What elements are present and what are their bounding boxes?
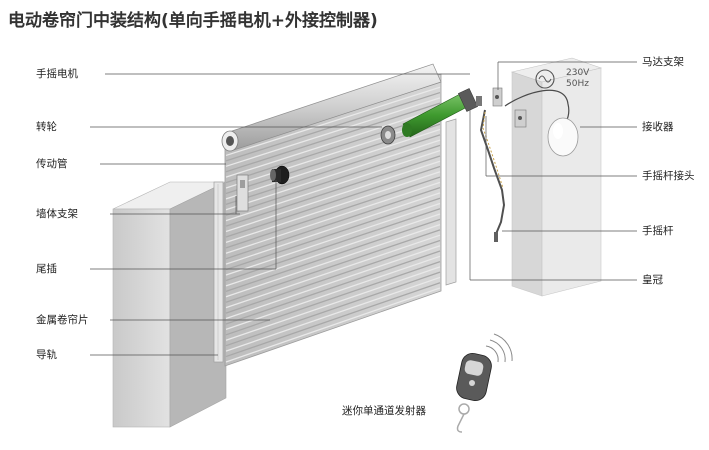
curtain-slat <box>225 155 441 227</box>
curtain-slat <box>225 107 441 178</box>
power-symbol-icon <box>535 69 555 89</box>
curtain-slat <box>225 229 441 303</box>
label-receiver: 接收器 <box>642 121 674 133</box>
curtain-slat <box>225 266 441 341</box>
curtain-slat <box>225 213 441 287</box>
curtain-slat <box>225 255 441 330</box>
crank-motor <box>402 88 478 138</box>
curtain-slat <box>225 128 441 200</box>
right-guide-rail <box>445 118 457 286</box>
curtain-slat <box>225 97 441 167</box>
label-guide-rail: 导轨 <box>36 349 57 361</box>
label-crank-joint: 手摇杆接头 <box>642 170 695 182</box>
curtain-slat <box>225 160 441 233</box>
tail-plug <box>270 165 290 185</box>
motor-bracket <box>492 87 527 128</box>
label-tail-plug: 尾插 <box>36 263 57 275</box>
curtain-slat <box>225 260 441 336</box>
left-wall-pillar <box>112 181 227 428</box>
crank-rod <box>479 109 506 242</box>
curtain-slat <box>225 144 441 216</box>
label-turning-wheel: 转轮 <box>36 121 57 133</box>
curtain-slat <box>225 218 441 292</box>
label-crank-motor: 手摇电机 <box>36 68 78 80</box>
power-cable <box>504 89 570 123</box>
label-wall-bracket: 墙体支架 <box>36 208 78 220</box>
curtain-slat <box>225 181 441 254</box>
curtain-slat <box>225 287 441 363</box>
curtain-slat <box>225 171 441 244</box>
curtain-slat <box>225 234 441 309</box>
drive-tube <box>221 63 442 152</box>
right-wall-pillar <box>510 57 603 297</box>
curtain-slat <box>225 86 441 157</box>
label-drive-tube: 传动管 <box>36 158 68 170</box>
label-crank-rod: 手摇杆 <box>642 225 674 237</box>
curtain-slat <box>225 187 441 260</box>
curtain-slat <box>225 134 441 205</box>
label-remote-transmitter: 迷你单通道发射器 <box>342 405 426 417</box>
label-crown: 皇冠 <box>642 274 663 286</box>
curtain-slat <box>225 276 441 352</box>
curtain-slat <box>225 223 441 298</box>
curtain-slat <box>225 245 441 320</box>
label-motor-bracket: 马达支架 <box>642 56 684 68</box>
power-voltage: 230V <box>566 68 590 78</box>
crown-piece <box>476 96 482 106</box>
leader-lines <box>90 61 637 356</box>
left-guide-rail <box>213 181 224 363</box>
curtain-slat <box>225 271 441 347</box>
curtain-slat <box>225 197 441 271</box>
power-frequency: 50Hz <box>566 79 589 89</box>
curtain-slat <box>225 150 441 222</box>
label-metal-slats: 金属卷帘片 <box>36 314 89 326</box>
curtain-slat <box>225 102 441 173</box>
wall-bracket <box>236 174 249 212</box>
receiver-unit <box>547 117 579 157</box>
curtain-slat <box>225 165 441 238</box>
curtain-slat <box>225 282 441 358</box>
curtain-slat <box>225 208 441 282</box>
curtain-slat <box>225 139 441 211</box>
curtain-slat <box>225 192 441 265</box>
diagram-title: 电动卷帘门中装结构(单向手摇电机+外接控制器) <box>8 11 378 31</box>
curtain-slat <box>225 202 441 276</box>
curtain-slat <box>225 239 441 314</box>
curtain-slat <box>225 250 441 325</box>
curtain-slat <box>225 176 441 249</box>
remote-transmitter-icon <box>456 333 513 433</box>
turning-wheel <box>380 125 396 145</box>
